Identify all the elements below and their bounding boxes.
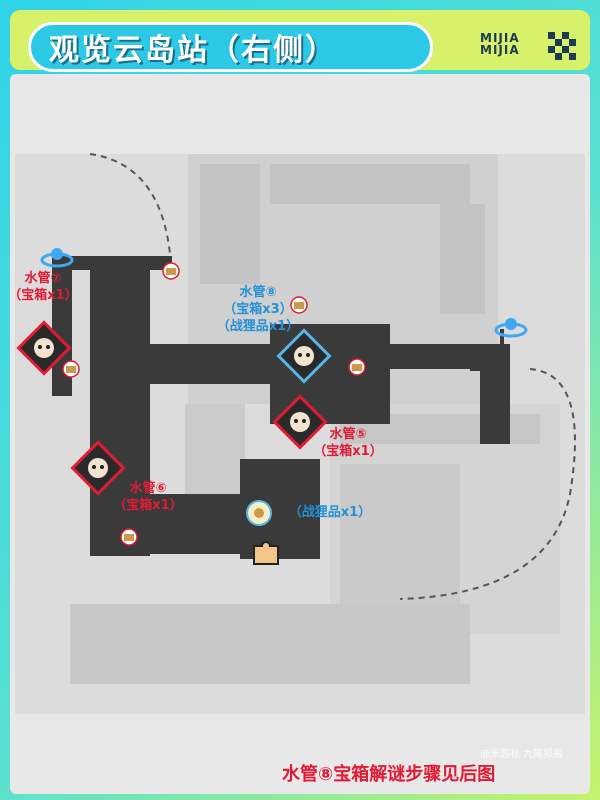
pipe8-label: 水管⑧ （宝箱x3） （战狸品x1）: [216, 285, 300, 334]
raccoon-marker-icon[interactable]: [16, 320, 72, 376]
trophy-icon[interactable]: [246, 500, 272, 526]
raccoon-marker-icon[interactable]: [276, 328, 332, 384]
raccoon-marker-icon[interactable]: [70, 440, 126, 496]
puzzle-icon[interactable]: [250, 536, 282, 568]
chest-icon[interactable]: [120, 528, 138, 546]
page-title: 观览云岛站（右侧）: [49, 33, 337, 68]
pipe5-label: 水管⑤ （宝箱x1）: [313, 427, 383, 459]
chest-icon[interactable]: [348, 358, 366, 376]
pipe7-label: 水管⑦ （宝箱x1）: [10, 271, 78, 303]
pipe6-label: 水管⑥ （宝箱x1）: [113, 481, 183, 513]
trophy-label: （战狸品x1）: [288, 505, 372, 520]
checker-logo-icon: [548, 32, 576, 60]
footer-note: 水管⑧宝箱解谜步骤见后图: [282, 764, 496, 785]
map-area[interactable]: 水管⑦ （宝箱x1） 水管⑧ （宝箱x3） （战狸品x1） 水管⑤ （宝箱x1）…: [10, 74, 590, 794]
raccoon-marker-icon[interactable]: [272, 394, 328, 450]
title-pill: 观览云岛站（右侧）: [28, 22, 433, 72]
teleport-waypoint-icon[interactable]: [494, 312, 528, 342]
chest-icon[interactable]: [162, 262, 180, 280]
chest-icon[interactable]: [62, 360, 80, 378]
chest-icon[interactable]: [290, 296, 308, 314]
watermark: @米游社 九尾狐酱: [480, 749, 564, 760]
teleport-waypoint-icon[interactable]: [40, 242, 74, 272]
